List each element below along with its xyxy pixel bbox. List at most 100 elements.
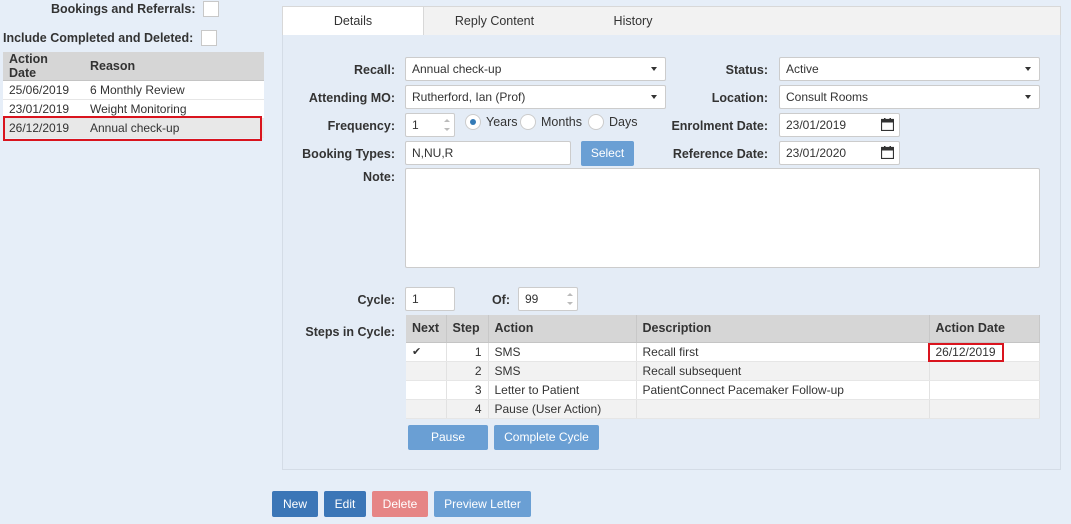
step-next xyxy=(406,380,447,400)
row-date: 25/06/2019 xyxy=(3,80,84,100)
chevron-down-icon xyxy=(651,67,657,71)
radio-months-label: Months xyxy=(541,115,582,129)
bookings-checkbox[interactable] xyxy=(203,1,220,17)
enrolment-date-label: Enrolment Date: xyxy=(671,119,768,133)
enrolment-date-input[interactable]: 23/01/2019 xyxy=(779,113,900,137)
frequency-label: Frequency: xyxy=(327,119,395,133)
row-reason: Weight Monitoring xyxy=(84,99,264,119)
tab-history[interactable]: History xyxy=(613,14,653,28)
spinner-arrows-icon[interactable] xyxy=(566,291,574,307)
note-label: Note: xyxy=(363,170,395,184)
step-action: SMS xyxy=(488,361,637,381)
delete-button[interactable]: Delete xyxy=(372,491,428,517)
next-check-icon: ✔ xyxy=(406,342,447,362)
recall-table: Action Date Reason 25/06/2019 6 Monthly … xyxy=(3,52,264,138)
cycle-input[interactable]: 1 xyxy=(405,287,455,311)
calendar-icon[interactable] xyxy=(881,118,894,131)
step-number: 1 xyxy=(446,342,489,362)
recall-list-panel: Bookings and Referrals: Include Complete… xyxy=(0,0,270,524)
tab-details[interactable]: Details xyxy=(283,7,424,37)
pause-button[interactable]: Pause xyxy=(408,425,488,450)
column-action-date[interactable]: Action Date xyxy=(929,315,1040,343)
column-reason[interactable]: Reason xyxy=(84,52,264,81)
reference-date-label: Reference Date: xyxy=(672,147,768,161)
column-step[interactable]: Step xyxy=(446,315,489,343)
table-row[interactable]: 4 Pause (User Action) xyxy=(406,399,1040,419)
enrolment-date-value: 23/01/2019 xyxy=(786,118,847,132)
attending-mo-label: Attending MO: xyxy=(308,91,395,105)
detail-tabs: Details Reply Content History xyxy=(282,6,1061,37)
booking-types-label: Booking Types: xyxy=(302,147,395,161)
row-date: 23/01/2019 xyxy=(3,99,84,119)
step-number: 4 xyxy=(446,399,489,419)
recall-value: Annual check-up xyxy=(412,62,502,76)
table-row-selected[interactable]: 26/12/2019 Annual check-up xyxy=(3,118,264,138)
tab-reply-content[interactable]: Reply Content xyxy=(454,14,535,28)
radio-years[interactable] xyxy=(465,114,481,130)
booking-types-input[interactable]: N,NU,R xyxy=(405,141,571,165)
steps-in-cycle-label: Steps in Cycle: xyxy=(305,325,395,339)
cycle-label: Cycle: xyxy=(357,293,395,307)
edit-button[interactable]: Edit xyxy=(324,491,366,517)
step-action-date xyxy=(929,361,1040,381)
attending-mo-value: Rutherford, Ian (Prof) xyxy=(412,90,526,104)
include-completed-checkbox[interactable] xyxy=(201,30,218,46)
new-button[interactable]: New xyxy=(272,491,318,517)
booking-types-value: N,NU,R xyxy=(412,146,454,160)
include-completed-label: Include Completed and Deleted: xyxy=(3,31,194,45)
include-completed-filter: Include Completed and Deleted: xyxy=(3,29,218,47)
bookings-filter: Bookings and Referrals: xyxy=(51,0,220,18)
of-stepper[interactable]: 99 xyxy=(518,287,578,311)
steps-table: Next Step Action Description Action Date… xyxy=(406,315,1040,419)
column-description[interactable]: Description xyxy=(636,315,930,343)
step-next xyxy=(406,361,447,381)
column-action-date[interactable]: Action Date xyxy=(3,52,84,81)
column-next[interactable]: Next xyxy=(406,315,447,343)
reference-date-input[interactable]: 23/01/2020 xyxy=(779,141,900,165)
table-row[interactable]: 25/06/2019 6 Monthly Review xyxy=(3,80,264,100)
reference-date-value: 23/01/2020 xyxy=(786,146,847,160)
step-next xyxy=(406,399,447,419)
step-description xyxy=(636,399,930,419)
frequency-stepper[interactable]: 1 xyxy=(405,113,455,137)
step-action-date xyxy=(929,380,1040,400)
radio-days-label: Days xyxy=(609,115,638,129)
status-label: Status: xyxy=(725,63,768,77)
chevron-down-icon xyxy=(1025,95,1031,99)
frequency-value: 1 xyxy=(412,118,419,132)
status-value: Active xyxy=(786,62,819,76)
step-description: Recall first xyxy=(636,342,930,362)
bookings-label: Bookings and Referrals: xyxy=(51,2,196,16)
chevron-down-icon xyxy=(651,95,657,99)
row-reason: 6 Monthly Review xyxy=(84,80,264,100)
table-row[interactable]: ✔ 1 SMS Recall first 26/12/2019 xyxy=(406,342,1040,362)
location-label: Location: xyxy=(711,91,768,105)
table-row[interactable]: 3 Letter to Patient PatientConnect Pacem… xyxy=(406,380,1040,400)
location-select[interactable]: Consult Rooms xyxy=(779,85,1040,109)
recall-label: Recall: xyxy=(354,63,395,77)
chevron-down-icon xyxy=(1025,67,1031,71)
spinner-arrows-icon[interactable] xyxy=(443,117,451,133)
attending-mo-select[interactable]: Rutherford, Ian (Prof) xyxy=(405,85,666,109)
step-action: Letter to Patient xyxy=(488,380,637,400)
select-booking-types-button[interactable]: Select xyxy=(581,141,634,166)
column-action[interactable]: Action xyxy=(488,315,637,343)
radio-years-label: Years xyxy=(486,115,518,129)
step-action: Pause (User Action) xyxy=(488,399,637,419)
status-select[interactable]: Active xyxy=(779,57,1040,81)
recall-select[interactable]: Annual check-up xyxy=(405,57,666,81)
calendar-icon[interactable] xyxy=(881,146,894,159)
cycle-value: 1 xyxy=(412,292,419,306)
step-action-date: 26/12/2019 xyxy=(929,342,1040,362)
table-row[interactable]: 2 SMS Recall subsequent xyxy=(406,361,1040,381)
row-date: 26/12/2019 xyxy=(3,118,84,138)
row-reason: Annual check-up xyxy=(84,118,264,138)
note-textarea[interactable] xyxy=(405,168,1040,268)
complete-cycle-button[interactable]: Complete Cycle xyxy=(494,425,599,450)
radio-months[interactable] xyxy=(520,114,536,130)
step-number: 2 xyxy=(446,361,489,381)
step-description: PatientConnect Pacemaker Follow-up xyxy=(636,380,930,400)
preview-letter-button[interactable]: Preview Letter xyxy=(434,491,531,517)
radio-days[interactable] xyxy=(588,114,604,130)
table-row[interactable]: 23/01/2019 Weight Monitoring xyxy=(3,99,264,119)
